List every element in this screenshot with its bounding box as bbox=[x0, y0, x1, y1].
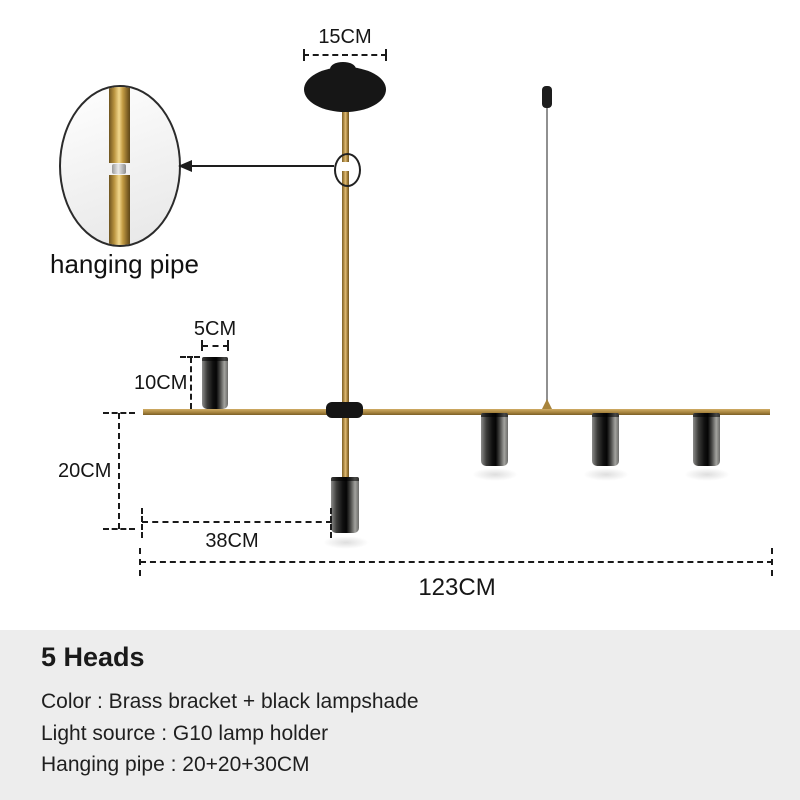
lampshade-down-2 bbox=[592, 413, 619, 466]
callout-label: hanging pipe bbox=[50, 249, 199, 279]
dim-shade-height-label: 10CM bbox=[134, 372, 188, 394]
dim-shade-height-line bbox=[190, 357, 192, 409]
dim-canopy-width-line bbox=[303, 54, 387, 56]
callout-pipe-connector bbox=[112, 164, 126, 174]
dim-offset-tick-right bbox=[330, 508, 332, 538]
dim-drop-label: 20CM bbox=[58, 460, 112, 482]
lampshade-up bbox=[202, 357, 228, 409]
dim-offset-line bbox=[142, 521, 332, 523]
wire-bar-fitting bbox=[542, 399, 552, 409]
shade-shadow bbox=[684, 468, 730, 481]
dim-shade-width-line bbox=[202, 345, 229, 347]
wire-top-cap bbox=[542, 86, 552, 108]
callout-ellipse bbox=[59, 85, 181, 247]
dim-canopy-width-tick-right bbox=[385, 49, 387, 61]
spec-lines: Color : Brass bracket + black lampshade … bbox=[41, 686, 419, 781]
bar-connector-sleeve bbox=[326, 402, 363, 418]
dim-total-label: 123CM bbox=[418, 574, 496, 601]
rod-joint-circle bbox=[334, 153, 361, 187]
dim-offset-tick-left bbox=[141, 508, 143, 538]
callout-arrow-line bbox=[190, 165, 334, 167]
horizontal-bar bbox=[143, 409, 770, 415]
dim-drop-tick-bottom bbox=[103, 528, 135, 530]
dim-shade-width-tick-right bbox=[227, 340, 229, 351]
dim-shade-width-label: 5CM bbox=[193, 318, 237, 340]
spec-line-light-source: Light source : G10 lamp holder bbox=[41, 721, 329, 745]
ceiling-canopy bbox=[304, 67, 386, 112]
dim-canopy-width-tick-left bbox=[303, 49, 305, 61]
arrow-left-icon bbox=[178, 160, 192, 172]
heads-title: 5 Heads bbox=[41, 642, 145, 672]
dim-total-tick-right bbox=[771, 548, 773, 576]
dim-offset-label: 38CM bbox=[205, 530, 259, 552]
lampshade-center-drop bbox=[331, 477, 359, 533]
dim-shade-width-tick-left bbox=[201, 340, 203, 351]
dim-canopy-width-label: 15CM bbox=[318, 26, 372, 48]
spec-panel: 5 Heads Color : Brass bracket + black la… bbox=[0, 630, 800, 800]
hanging-rod-upper bbox=[342, 96, 349, 409]
shade-shadow bbox=[583, 468, 629, 481]
dim-drop-line bbox=[118, 413, 120, 529]
shade-shadow bbox=[323, 536, 369, 549]
suspension-wire bbox=[546, 106, 548, 401]
spec-line-color: Color : Brass bracket + black lampshade bbox=[41, 690, 419, 713]
lampshade-down-3 bbox=[693, 413, 720, 466]
callout-pipe-bottom bbox=[109, 175, 130, 245]
callout-pipe-top bbox=[109, 87, 130, 163]
spec-line-hanging-pipe: Hanging pipe : 20+20+30CM bbox=[41, 753, 310, 776]
shade-shadow bbox=[472, 468, 518, 481]
hanging-rod-lower bbox=[342, 415, 349, 480]
dim-total-line bbox=[140, 561, 773, 563]
lampshade-down-1 bbox=[481, 413, 508, 466]
